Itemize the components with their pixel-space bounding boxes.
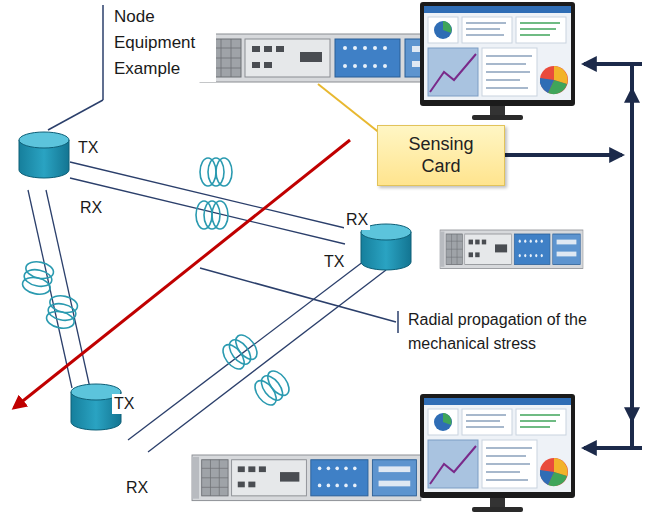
stress-arrow (14, 140, 350, 408)
port-label: TX (112, 394, 136, 414)
bracket-line (48, 5, 103, 130)
sensing-card-box: Sensing Card (377, 125, 505, 186)
port-label: TX (322, 252, 346, 272)
port-label: TX (76, 138, 100, 158)
monitor (420, 2, 575, 512)
stress-label: Radial propagation of the mechanical str… (406, 308, 610, 356)
port-label: RX (78, 198, 104, 218)
data-arrows (500, 64, 642, 448)
equipment-label: Node Equipment Example (112, 4, 216, 82)
port-label: RX (124, 478, 150, 498)
box-label: Sensing Card (396, 133, 486, 178)
node-cylinder (19, 132, 411, 430)
fiber-lines (28, 162, 386, 452)
port-label: RX (344, 210, 370, 230)
leader-line (200, 268, 398, 333)
callout-line (318, 84, 386, 138)
